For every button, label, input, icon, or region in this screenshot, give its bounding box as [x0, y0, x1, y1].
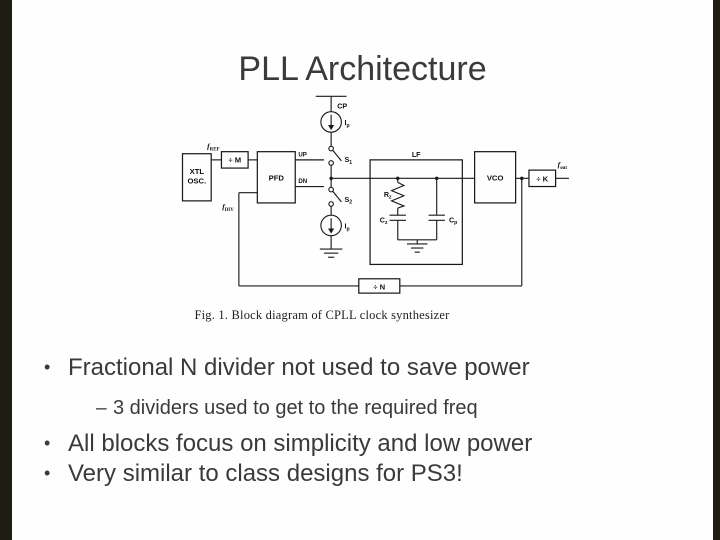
switch-s1-icon [328, 145, 334, 152]
vco-block [474, 151, 517, 204]
switch-s2-icon [328, 186, 334, 193]
diagram-wires [211, 95, 569, 287]
divide-by-k-label: ÷ K [536, 174, 548, 183]
pfd-label: PFD [269, 173, 285, 182]
bullet-marker: • [44, 357, 51, 377]
xtl-osc-label-1: XTL [190, 167, 205, 176]
figure-caption: Fig. 1. Block diagram of CPLL clock synt… [194, 308, 450, 322]
rz-label: Rz [384, 191, 392, 201]
xtl-osc-block [181, 153, 212, 202]
fdiv-label: fDIV [222, 202, 234, 213]
xtl-osc-label-2: OSC. [187, 176, 206, 185]
bullet-marker: • [44, 433, 51, 453]
current-source-top-icon [320, 111, 342, 133]
bullet-item: • All blocks focus on simplicity and low … [44, 430, 532, 458]
dn-label: DN [298, 178, 307, 185]
s2-label: S2 [344, 196, 352, 206]
bullet-text: 3 dividers used to get to the required f… [113, 397, 478, 419]
up-label: UP [298, 151, 307, 158]
fref-label: fREF [207, 142, 219, 153]
bullet-item: • Fractional N divider not used to save p… [44, 354, 530, 382]
pll-block-diagram: XTL OSC. ÷ M PFD VCO ÷ K ÷ N CP LF UP DN… [162, 88, 572, 314]
loop-filter-block [369, 159, 463, 266]
s1-label: S1 [344, 156, 352, 166]
bullet-item: • Very similar to class designs for PS3! [44, 460, 463, 488]
vco-label: VCO [487, 173, 504, 182]
bullet-text: All blocks focus on simplicity and low p… [68, 430, 533, 457]
sub-bullet-item: –3 dividers used to get to the required … [96, 397, 478, 420]
bullet-text: Very similar to class designs for PS3! [68, 460, 463, 487]
divide-by-n-label: ÷ N [373, 283, 385, 292]
ip-bottom-label: Ip [344, 223, 349, 233]
current-arrow-icon [328, 228, 335, 234]
slide-title: PLL Architecture [238, 50, 487, 88]
ip-top-label: Ip [344, 119, 349, 129]
loop-filter-label: LF [412, 151, 421, 159]
charge-pump-label: CP [337, 103, 347, 111]
bullet-text: Fractional N divider not used to save po… [68, 354, 530, 381]
bullet-marker: – [96, 398, 107, 419]
fout-label: fout [558, 160, 568, 171]
diagram-arrows-and-nodes [328, 125, 524, 234]
pll-block-diagram-svg: XTL OSC. ÷ M PFD VCO ÷ K ÷ N CP LF UP DN… [181, 95, 569, 294]
pfd-block [256, 151, 296, 204]
current-arrow-icon [328, 125, 335, 131]
divide-by-m-label: ÷ M [228, 155, 241, 164]
diagram-blocks [181, 151, 557, 294]
resistor-rz-icon [390, 181, 406, 209]
presentation-slide: PLL Architecture [12, 0, 713, 540]
bullet-marker: • [44, 463, 51, 483]
cz-label: Cz [380, 216, 388, 226]
cp-cap-label: Cp [449, 216, 457, 226]
